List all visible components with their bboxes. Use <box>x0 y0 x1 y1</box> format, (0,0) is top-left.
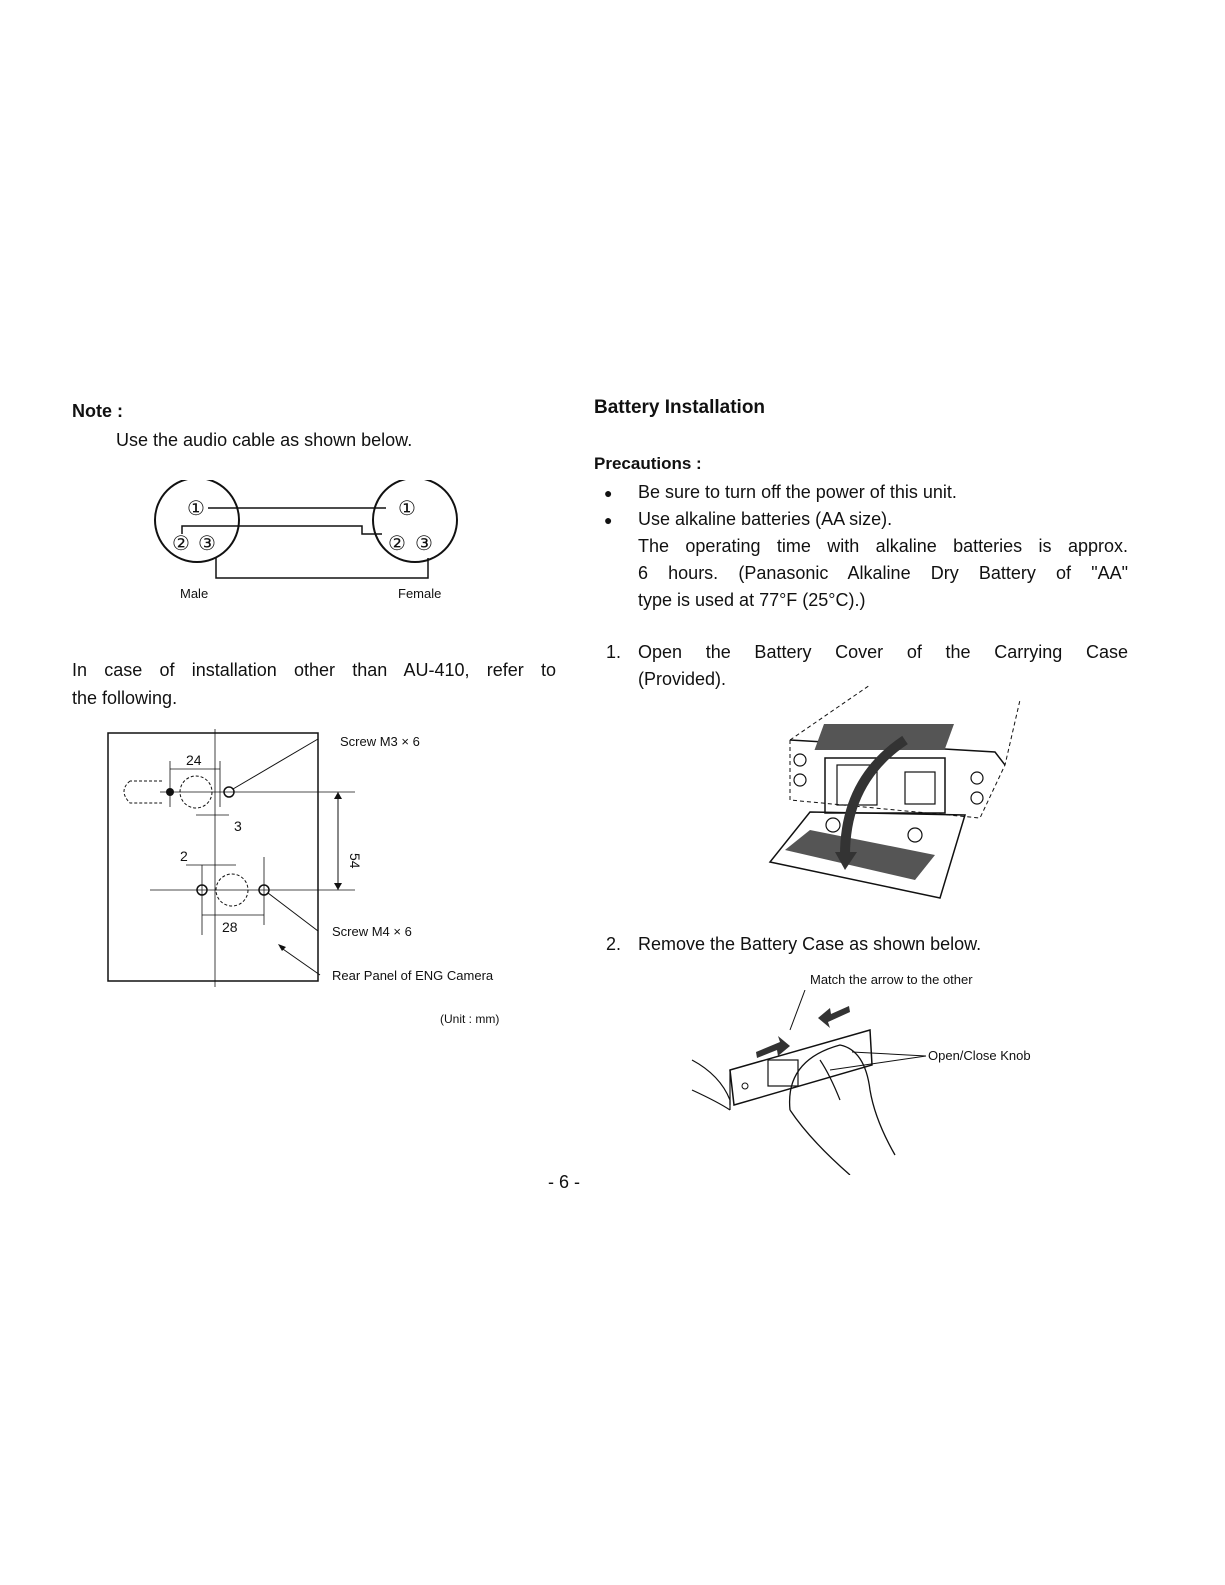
wire-pin3 <box>215 558 429 579</box>
unit-label: (Unit : mm) <box>440 1012 499 1026</box>
mounting-diagram: 24 3 2 28 54 Screw M3 × 6 Screw M4 × 6 R… <box>107 729 499 1026</box>
female-label: Female <box>398 586 441 601</box>
bullet-2-cont-2: 6 hours. (Panasonic Alkaline Dry Battery… <box>638 563 1128 583</box>
male-pin-2: ② <box>172 533 190 555</box>
bullet-2-text: Use alkaline batteries (AA size). <box>638 509 893 529</box>
bullet-dot-1: ● <box>604 485 613 501</box>
dim-2: 2 <box>180 848 188 864</box>
dim-3: 3 <box>234 818 242 834</box>
male-pin-1: ① <box>187 498 205 520</box>
wire-pin2 <box>181 525 382 535</box>
install-line-2: the following. <box>72 688 178 708</box>
step-1-line-2: (Provided). <box>638 669 727 689</box>
female-pin-1: ① <box>398 498 416 520</box>
upper-mount-slot <box>123 780 162 804</box>
audio-cable-diagram: ① ② ③ ① ② ③ Male Female <box>154 480 458 601</box>
screw-m4-label: Screw M4 × 6 <box>332 924 412 939</box>
step-2-text: Remove the Battery Case as shown below. <box>638 934 982 954</box>
bullet-2-cont-1: The operating time with alkaline batteri… <box>638 536 1128 556</box>
male-pin-3: ③ <box>198 533 216 555</box>
female-pin-2: ② <box>388 533 406 555</box>
screw-m3-label: Screw M3 × 6 <box>340 734 420 749</box>
battery-case-removal-illustration <box>691 990 927 1175</box>
install-line-1: In case of installation other than AU-41… <box>72 660 556 680</box>
knob-label: Open/Close Knob <box>928 1048 1031 1063</box>
bullet-dot-2: ● <box>604 512 613 528</box>
note-label: Note : <box>72 401 123 421</box>
rear-panel-outline <box>107 732 319 982</box>
battery-installation-title: Battery Installation <box>594 397 766 418</box>
female-pin-3: ③ <box>415 533 433 555</box>
step-1-line-1: Open the Battery Cover of the Carrying C… <box>638 642 1128 662</box>
page-number: - 6 - <box>548 1172 581 1192</box>
female-connector <box>372 480 458 563</box>
bullet-2-cont-3: type is used at 77°F (25°C).) <box>638 590 866 610</box>
male-label: Male <box>180 586 208 601</box>
precautions-label: Precautions : <box>594 454 702 473</box>
rear-panel-label: Rear Panel of ENG Camera <box>332 968 494 983</box>
bullet-1-text: Be sure to turn off the power of this un… <box>638 482 957 502</box>
dim-54: 54 <box>347 853 363 869</box>
arrow-note: Match the arrow to the other <box>810 972 973 987</box>
dim-28: 28 <box>222 919 238 935</box>
dim-24: 24 <box>186 752 202 768</box>
carrying-case-illustration <box>768 684 1021 899</box>
step-2-number: 2. <box>606 934 622 954</box>
note-text: Use the audio cable as shown below. <box>116 430 413 450</box>
male-connector <box>154 480 240 563</box>
step-1-number: 1. <box>606 642 622 662</box>
